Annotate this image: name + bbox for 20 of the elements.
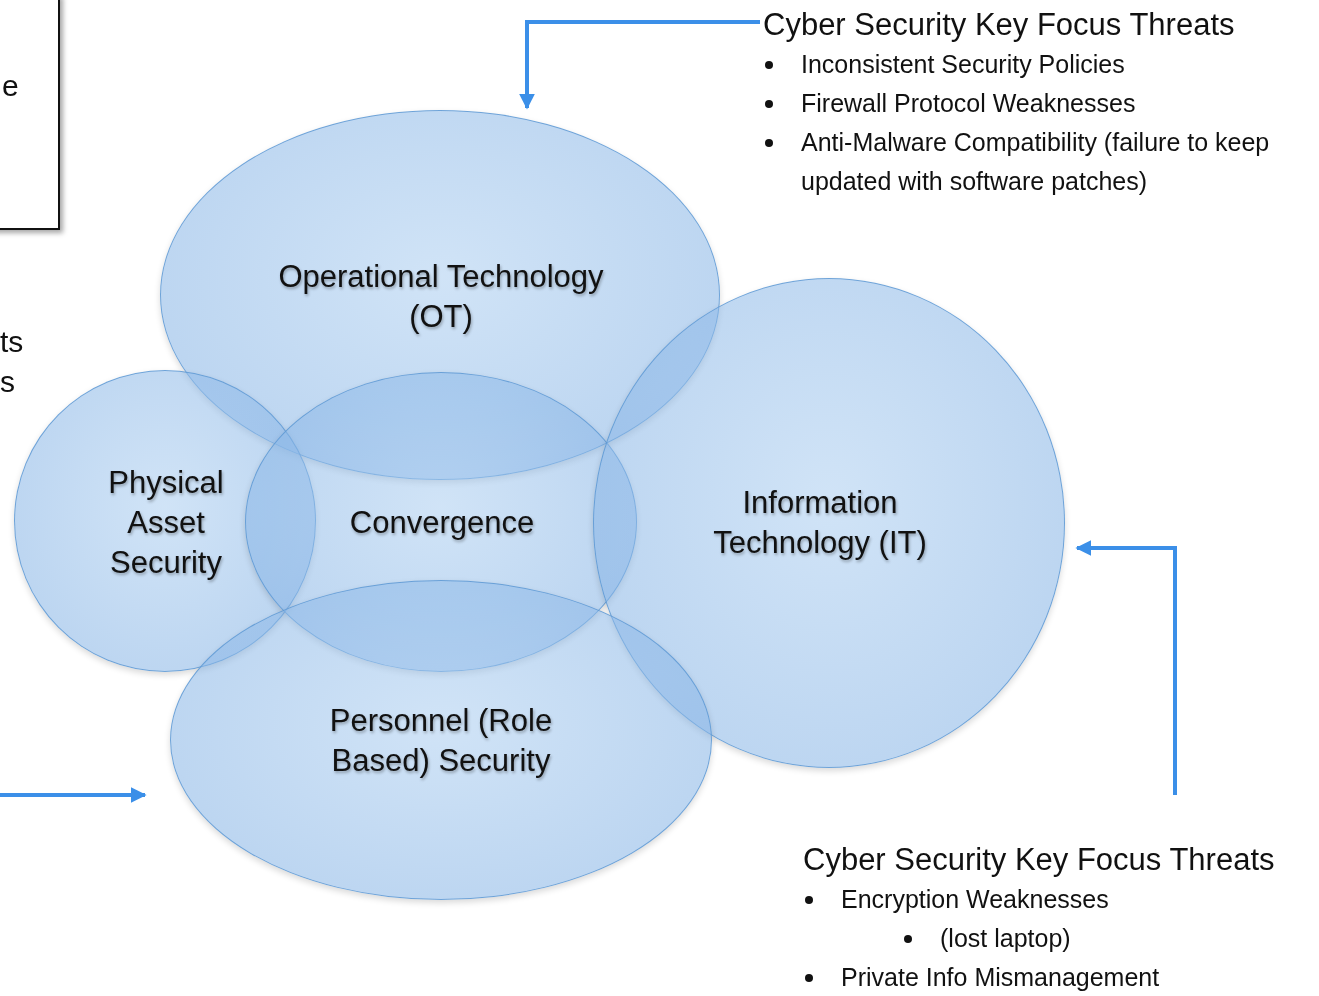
ellipse-label: Operational Technology (OT) xyxy=(277,258,605,336)
heading-text: Cyber Security Key Focus Threats xyxy=(763,6,1236,44)
label-text: ts xyxy=(0,324,24,360)
heading-text: Cyber Security Key Focus Threats xyxy=(803,841,1276,879)
arrow xyxy=(1075,540,1177,795)
ellipse-label: Personnel (Role Based) Security xyxy=(328,702,554,780)
arrow xyxy=(519,20,760,110)
bullet-text: Inconsistent Security Policies xyxy=(801,49,1125,80)
label-text: s xyxy=(0,364,15,400)
bullet-text: Encryption Weaknesses xyxy=(841,884,1109,915)
bullet-text: Anti-Malware Compatibility (failure to keep updated with software patches) xyxy=(801,127,1271,197)
bullet-text: (lost laptop) xyxy=(940,923,1071,954)
arrow xyxy=(0,787,147,803)
box-text: e xyxy=(2,68,19,104)
ellipse-label: Physical Asset Security xyxy=(107,464,225,582)
text-box xyxy=(0,0,60,230)
bullet-text: Private Info Mismanagement xyxy=(841,962,1160,993)
bullet-text: Firewall Protocol Weaknesses xyxy=(801,88,1136,119)
ellipse-label: Convergence xyxy=(348,504,536,542)
ellipse-label: Information Technology (IT) xyxy=(712,484,928,562)
